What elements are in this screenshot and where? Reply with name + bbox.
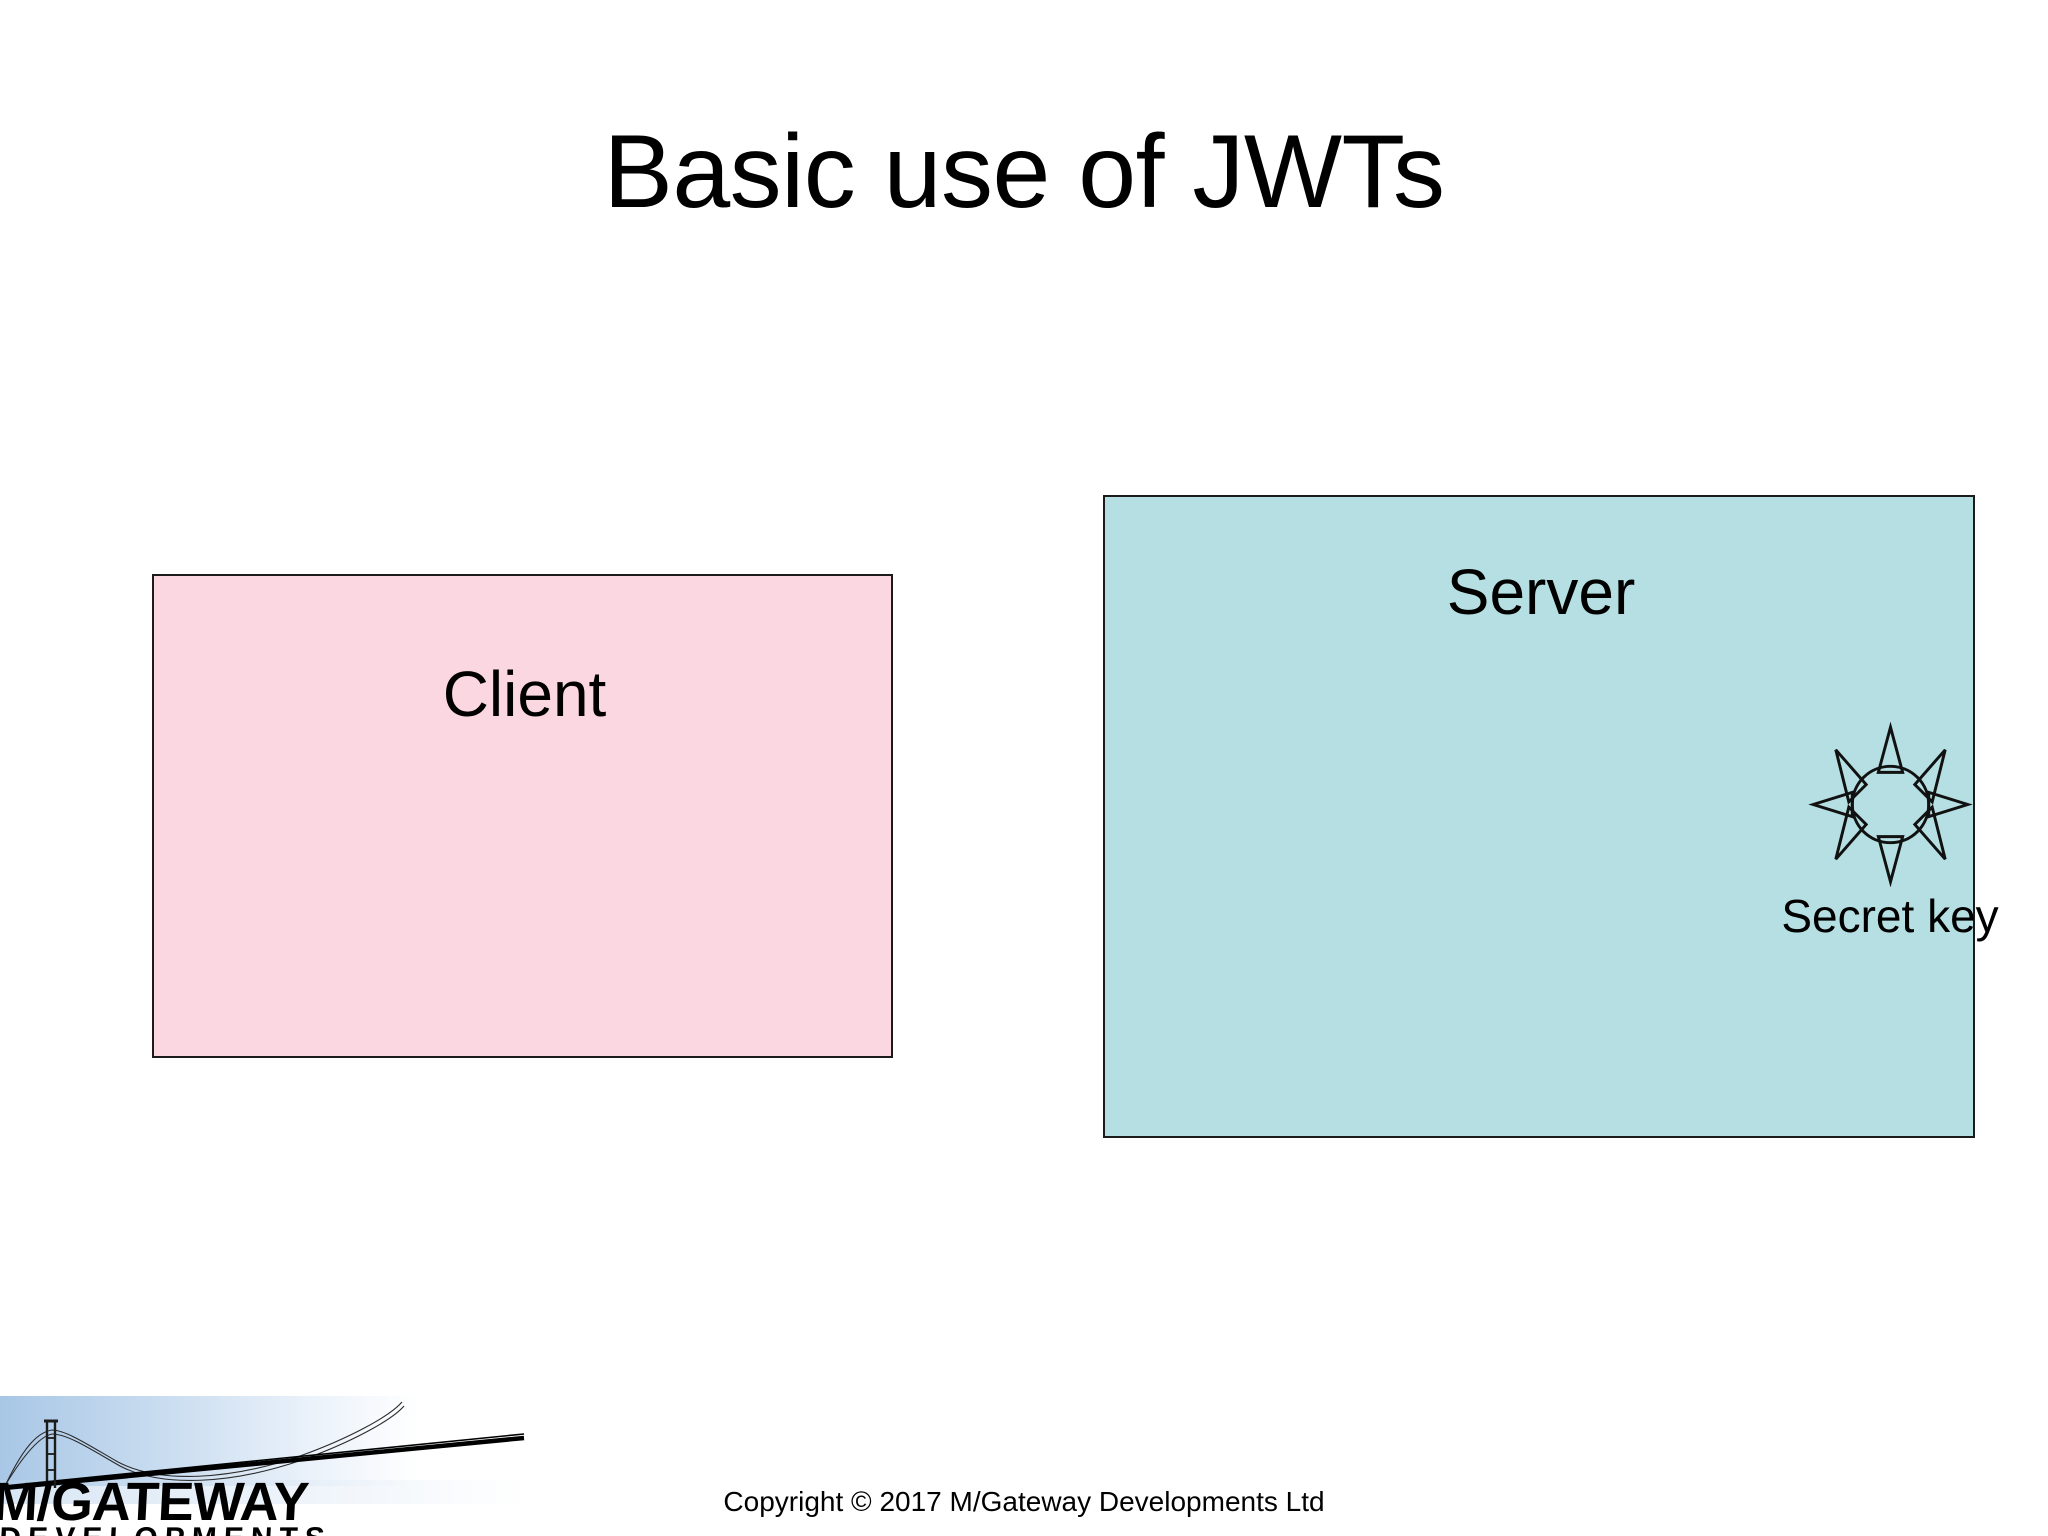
client-box[interactable]: Client [152,574,893,1058]
logo-primary-text: M/GATEWAY [0,1472,311,1532]
logo-secondary-text: DEVELOPMENTS [0,1522,332,1536]
bridge-tower-icon [44,1419,58,1488]
secret-key-label: Secret key [1781,890,1999,942]
logo-sky-background-lower [0,1480,528,1504]
mgateway-logo: M/GATEWAY DEVELOPMENTS [0,1396,528,1536]
logo-sky-background [0,1396,420,1486]
client-box-label: Client [442,658,607,730]
server-box-label: Server [1446,556,1636,628]
secret-key-group: Secret key [1725,722,2048,942]
copyright-text: Copyright © 2017 M/Gateway Developments … [723,1486,1325,1517]
sun-burst-icon [1807,722,1973,887]
page-title: Basic use of JWTs [603,114,1445,230]
server-box[interactable]: Server [1103,495,1999,1138]
